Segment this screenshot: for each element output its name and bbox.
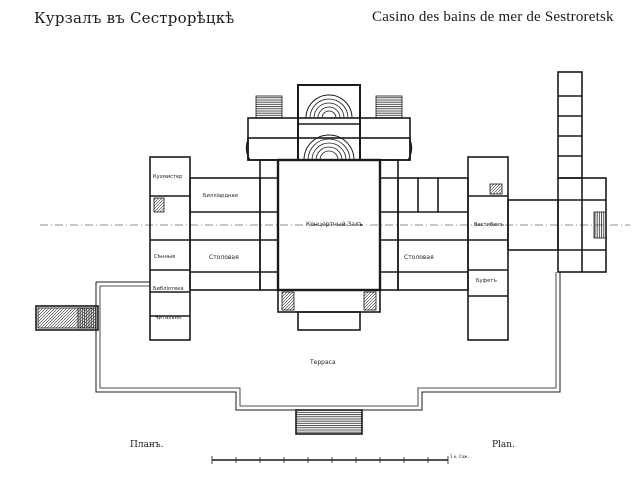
room-label-main-hall: Концертный Залъ — [306, 221, 363, 228]
caption-plan-french: Plan. — [492, 440, 515, 450]
room-label-reading: Читальня — [155, 315, 181, 321]
room-label-buffet: Буфетъ — [476, 278, 497, 284]
stairs-and-hatching — [37, 95, 607, 435]
room-label-vestibule: Вестибюль — [474, 222, 504, 228]
room-label-billiard: Билліардная — [203, 193, 238, 199]
room-label-dining-right: Столовая — [404, 254, 434, 261]
scale-unit-label: 1 к. Саж. — [450, 454, 469, 459]
room-label-porch: Сѣнныя — [154, 254, 175, 260]
caption-plan-russian: Планъ. — [130, 440, 164, 450]
room-label-terrace: Терраса — [309, 359, 336, 366]
title-russian: Курзалъ въ Сестрорѣцкѣ — [34, 9, 235, 27]
scale-bar — [211, 456, 449, 464]
room-label-library: Библіотека — [153, 286, 184, 292]
room-label-kitchen-top: Кухмистер — [153, 174, 183, 180]
wall-lines — [35, 71, 630, 411]
room-label-dining-left: Столовая — [209, 254, 239, 261]
title-french: Casino des bains de mer de Sestroretsk — [372, 9, 614, 25]
